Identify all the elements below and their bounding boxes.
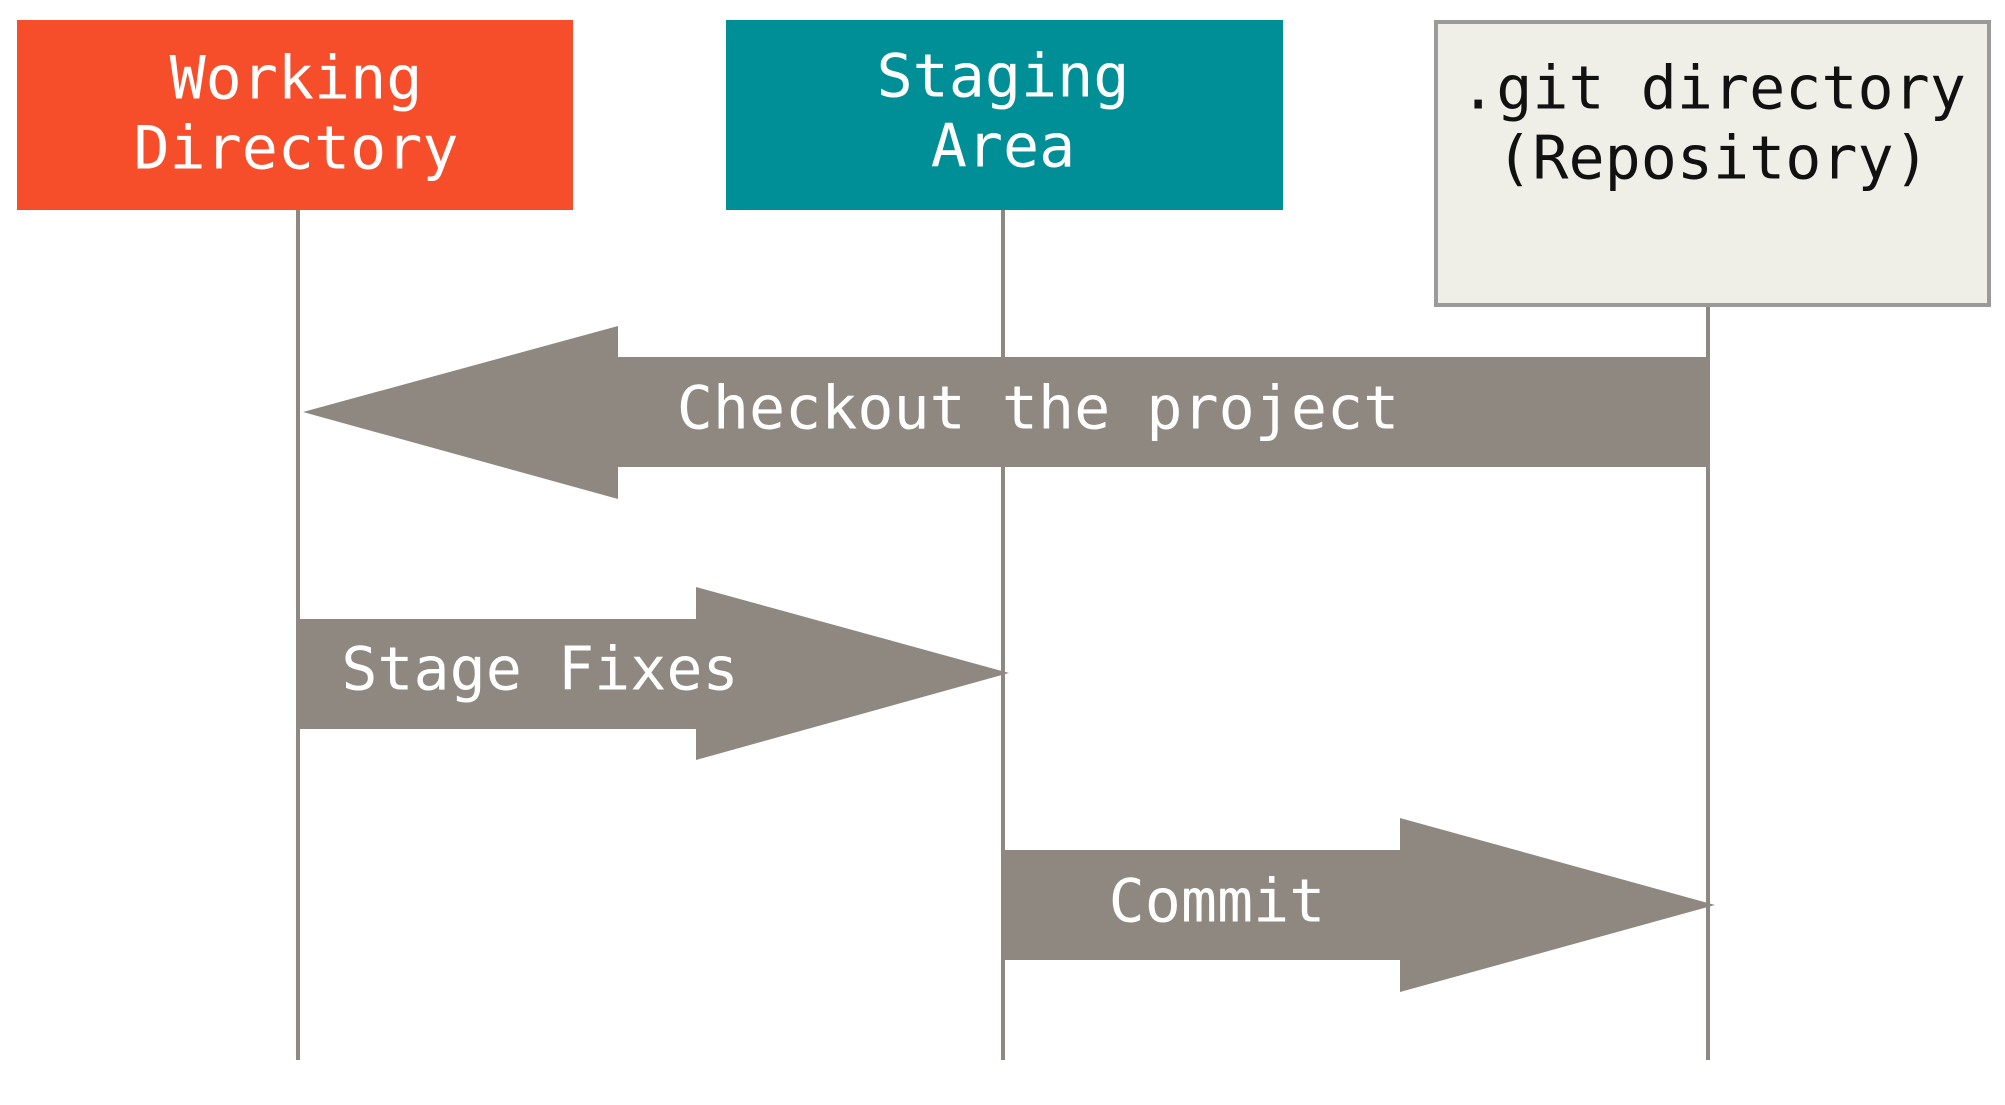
working-directory-label-line2: Directory [133, 114, 458, 184]
commit-arrow [1003, 818, 1715, 992]
staging-area-label-line1: Staging [877, 42, 1130, 112]
stage-fixes-arrow [298, 587, 1009, 760]
git-directory-label-line1: .git directory [1460, 54, 1966, 124]
commit-arrow-label: Commit [1109, 867, 1326, 937]
staging-area-label-line2: Area [931, 112, 1076, 182]
checkout-arrow-label: Checkout the project [677, 374, 1399, 444]
git-directory-box [1434, 20, 1991, 307]
checkout-arrow [303, 326, 1708, 499]
stage-fixes-arrow-label: Stage Fixes [341, 635, 738, 705]
working-directory-label-line1: Working [170, 44, 423, 114]
working-directory-box [17, 20, 573, 210]
staging-area-box [726, 20, 1283, 210]
git-directory-label-line2: (Repository) [1496, 124, 1929, 194]
